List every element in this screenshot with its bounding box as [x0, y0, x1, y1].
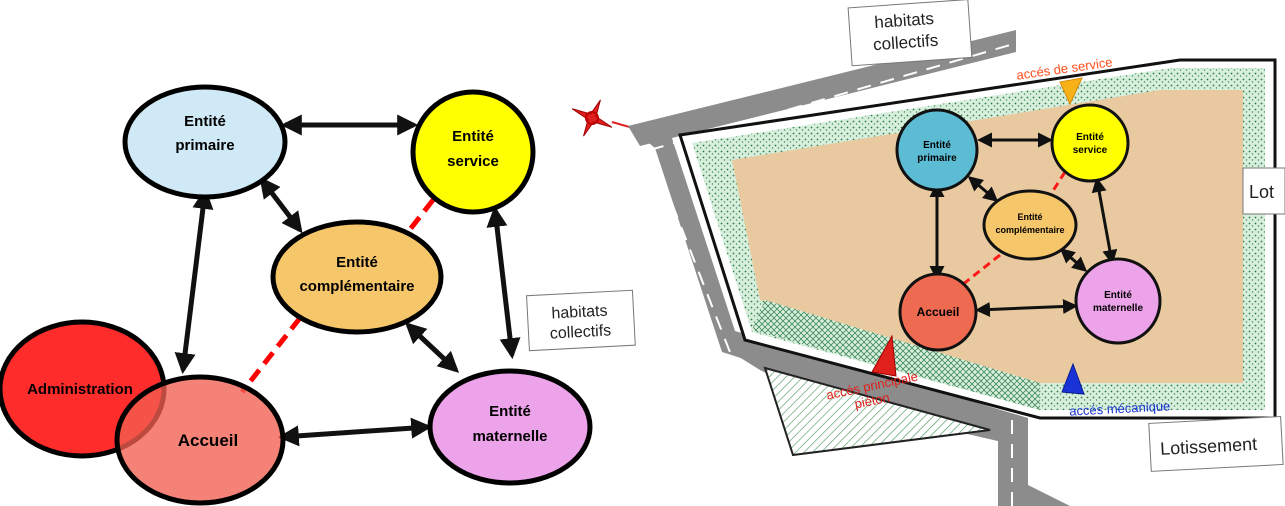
plan-node-entite-service [1050, 103, 1130, 183]
arrow-primaire-accueil [174, 187, 214, 375]
node-entite-maternelle [427, 368, 593, 486]
plan-node-entite-complementaire [982, 189, 1078, 261]
acces-service-arrow-icon [1059, 77, 1083, 106]
node-entite-complementaire-line1: Entité [336, 254, 378, 271]
node-accueil-label: Accueil [178, 431, 238, 450]
road-markings [649, 44, 1013, 506]
plan-node-entite-service-line2: service [1073, 145, 1108, 156]
lot-label: Lot [1249, 182, 1274, 202]
site-plan: Entité primaire Entité service Entité co… [628, 0, 1285, 506]
acces-mecanique-marker: accés mécanique [1061, 362, 1171, 419]
plan-dashed-complementaire-accueil [961, 253, 1001, 287]
plan-node-entite-maternelle [1074, 257, 1162, 345]
arrow-accueil-maternelle [277, 417, 433, 447]
node-entite-maternelle-line2: maternelle [472, 428, 547, 445]
arrow-primaire-complementaire [259, 176, 303, 234]
plan-habitats-collectifs-box: habitats collectifs [847, 0, 973, 67]
plan-node-accueil-label: Accueil [917, 305, 960, 319]
node-administration-label: Administration [27, 381, 133, 398]
node-accueil [114, 374, 286, 506]
habitats-collectifs-line2: collectifs [549, 322, 611, 342]
hatched-green-area [763, 366, 991, 457]
acces-principale-arrow-icon [871, 334, 897, 377]
node-entite-primaire [122, 84, 288, 200]
plan-arrow-complementaire-maternelle [1059, 248, 1088, 272]
plan-arrow-accueil-maternelle [975, 299, 1078, 317]
plan-node-accueil [898, 272, 978, 352]
habitats-collectifs-box: habitats collectifs [526, 289, 636, 352]
acces-mecanique-arrow-icon [1061, 362, 1085, 395]
plan-habitats-line2: collectifs [872, 31, 938, 55]
lot-box [1242, 167, 1285, 215]
node-entite-complementaire-line2: complémentaire [299, 278, 414, 295]
plan-node-entite-maternelle-line1: Entité [1104, 290, 1132, 301]
node-entite-service-line1: Entité [452, 128, 494, 145]
plan-arrow-service-maternelle [1091, 177, 1118, 265]
plan-habitats-line1: habitats [874, 9, 935, 32]
dashed-link-complementaire-accueil [240, 316, 302, 394]
hatched-strip [752, 300, 1040, 410]
node-entite-complementaire [270, 219, 444, 335]
acces-principale-line2: piéton [853, 390, 891, 412]
road-bottom [998, 470, 1070, 506]
dashed-link-service-complementaire [406, 198, 435, 234]
plan-node-entite-complementaire-line2: complémentaire [995, 225, 1064, 235]
plan-node-entite-primaire-line1: Entité [923, 140, 951, 151]
plan-node-entite-service-line1: Entité [1076, 132, 1104, 143]
habitats-collectifs-line1: habitats [551, 303, 608, 323]
lotissement-box: Lotissement [1148, 416, 1284, 472]
node-entite-service-line2: service [447, 153, 499, 170]
arrow-complementaire-maternelle [404, 322, 460, 373]
plan-node-entite-primaire [895, 108, 979, 192]
plan-node-entite-primaire-line2: primaire [917, 153, 957, 164]
node-entite-service [410, 89, 536, 215]
bubble-diagram: Entité primaire Entité service Entité co… [0, 84, 636, 506]
arrow-service-maternelle [486, 205, 521, 360]
acces-mecanique-label: accés mécanique [1069, 398, 1171, 418]
node-entite-primaire-line1: Entité [184, 113, 226, 130]
compass-star-icon [571, 99, 613, 137]
node-entite-primaire-line2: primaire [175, 137, 234, 154]
plan-dashed-service-complementaire [1040, 171, 1067, 209]
plan-arrow-primaire-complementaire [967, 176, 999, 202]
plan-node-entite-maternelle-line2: maternelle [1093, 303, 1143, 314]
plan-node-entite-complementaire-line1: Entité [1017, 212, 1042, 222]
node-entite-maternelle-line1: Entité [489, 403, 531, 420]
